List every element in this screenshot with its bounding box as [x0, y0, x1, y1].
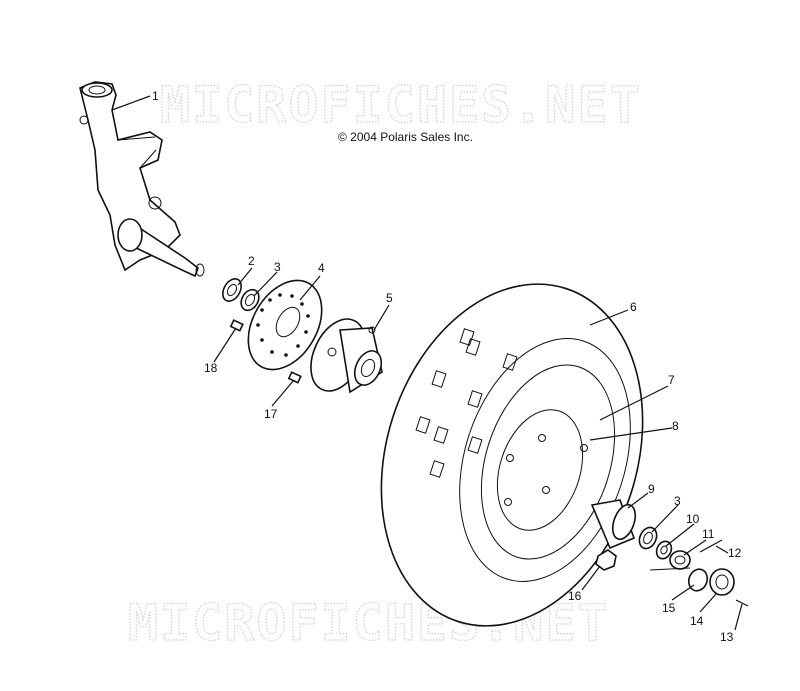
washer-10	[655, 540, 673, 560]
seal-2	[222, 278, 242, 302]
callout-10: 10	[686, 512, 700, 526]
callout-16: 16	[568, 589, 582, 603]
callout-3-lower: 3	[674, 494, 681, 508]
bearing-3-lower	[638, 526, 658, 550]
callout-5: 5	[386, 291, 393, 305]
callout-8: 8	[672, 419, 679, 433]
tire	[380, 283, 644, 627]
callout-1: 1	[152, 89, 159, 103]
callout-7: 7	[668, 373, 675, 387]
stud-17	[287, 371, 302, 384]
wheel-hub	[310, 318, 383, 394]
callout-11: 11	[702, 527, 715, 541]
pin-13	[735, 599, 749, 607]
copyright-notice: © 2004 Polaris Sales Inc.	[338, 130, 473, 144]
lug-nut-16	[595, 549, 617, 571]
nut-11	[669, 550, 691, 570]
callout-12: 12	[728, 546, 742, 560]
leader-lines	[111, 95, 743, 631]
cap-15	[687, 568, 709, 592]
callout-13: 13	[720, 630, 734, 644]
cap-14	[709, 568, 735, 596]
callout-6: 6	[630, 300, 637, 314]
steering-knuckle	[79, 81, 205, 278]
brake-disc	[247, 279, 323, 371]
callout-2: 2	[248, 254, 255, 268]
callout-9: 9	[648, 482, 655, 496]
spacer-9	[590, 499, 637, 550]
callout-4: 4	[318, 261, 325, 275]
stud-18	[229, 319, 244, 332]
callout-15: 15	[662, 601, 676, 615]
callout-17: 17	[264, 407, 278, 421]
cotter-pin-12	[699, 539, 723, 553]
callout-14: 14	[690, 614, 704, 628]
callout-18: 18	[204, 361, 218, 375]
callout-3-upper: 3	[274, 260, 281, 274]
watermark-top: MICROFICHES.NET	[160, 76, 642, 134]
